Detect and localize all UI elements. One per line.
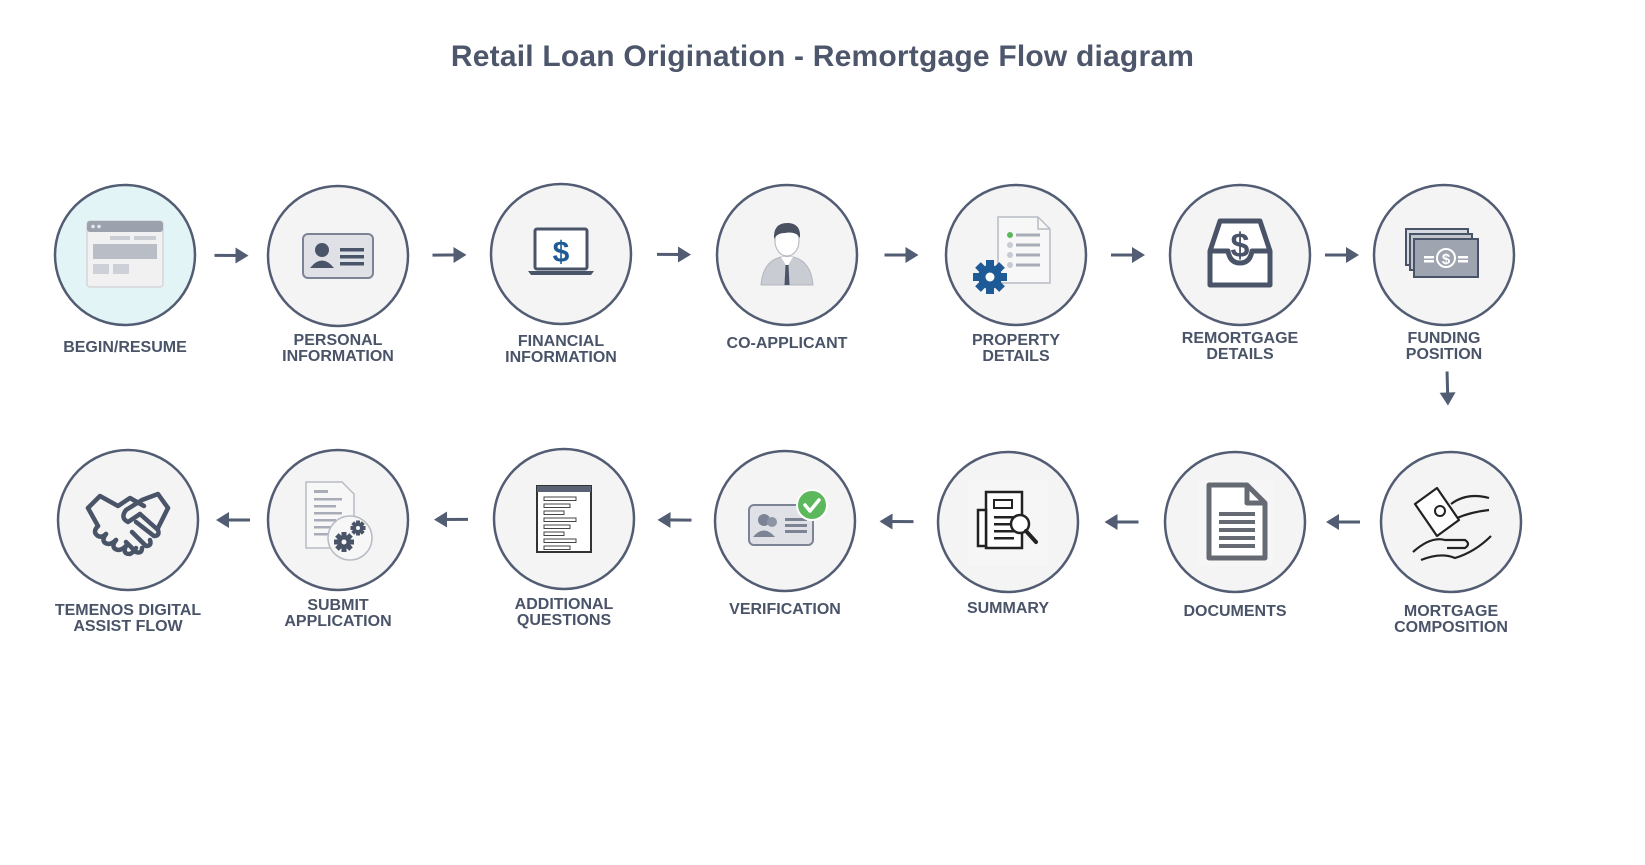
svg-text:$: $ xyxy=(553,236,570,269)
flow-arrow xyxy=(434,511,469,528)
verified-card-icon xyxy=(748,489,828,546)
step-label-begin-resume: BEGIN/RESUME xyxy=(25,340,225,356)
step-additional-questions xyxy=(492,447,636,591)
step-label-line: BEGIN/RESUME xyxy=(63,339,187,356)
step-label-co-applicant: CO-APPLICANT xyxy=(687,336,887,352)
svg-text:$: $ xyxy=(1231,227,1250,265)
flow-arrow xyxy=(1111,247,1145,263)
step-label-line: DOCUMENTS xyxy=(1183,603,1287,620)
step-label-line: APPLICATION xyxy=(284,613,392,630)
step-summary xyxy=(936,450,1080,594)
step-mortgage-composition xyxy=(1379,450,1523,594)
document-search-icon xyxy=(968,480,1048,566)
step-label-line: SUMMARY xyxy=(966,600,1050,617)
step-temenos-digital-assist-flow xyxy=(56,448,200,592)
step-label-documents: DOCUMENTS xyxy=(1135,604,1335,620)
step-remortgage-details: $ xyxy=(1168,183,1312,327)
step-submit-application xyxy=(266,448,410,592)
step-co-applicant xyxy=(715,183,859,327)
handshake-icon xyxy=(85,491,171,557)
step-label-line: DETAILS xyxy=(982,348,1050,365)
step-label-line: COMPOSITION xyxy=(1394,619,1508,636)
flow-arrow xyxy=(1325,247,1359,263)
browser-window-icon xyxy=(86,220,164,288)
svg-text:$: $ xyxy=(1442,251,1451,268)
step-label-line: INFORMATION xyxy=(282,348,394,365)
document-icon xyxy=(1197,480,1273,566)
step-financial-information: $ xyxy=(489,182,633,326)
page-title: Retail Loan Origination - Remortgage Flo… xyxy=(450,40,1195,73)
step-begin-resume xyxy=(53,183,197,327)
step-label-line: DETAILS xyxy=(1206,346,1274,363)
laptop-dollar-icon: $ xyxy=(528,227,594,275)
step-label-summary: SUMMARY xyxy=(908,601,1108,617)
money-hand-icon xyxy=(1412,486,1492,562)
step-funding-position: $ xyxy=(1372,183,1516,327)
id-card-icon xyxy=(302,233,374,279)
step-property-details xyxy=(944,183,1088,327)
step-label-line: MORTGAGE xyxy=(1403,603,1499,620)
step-label-line: ASSIST FLOW xyxy=(73,618,183,635)
step-label-line: ADDITIONAL xyxy=(514,596,614,613)
flow-arrow xyxy=(214,247,249,264)
step-label-line: INFORMATION xyxy=(505,349,617,366)
form-list-icon xyxy=(536,485,592,553)
flow-arrow xyxy=(1439,371,1456,406)
step-label-line: PROPERTY xyxy=(971,332,1060,349)
checklist-gear-icon xyxy=(973,216,1051,294)
flow-arrow xyxy=(879,513,914,530)
step-label-verification: VERIFICATION xyxy=(685,602,885,618)
person-icon xyxy=(760,222,814,286)
step-label-line: POSITION xyxy=(1405,346,1483,363)
flow-arrow xyxy=(216,512,250,528)
step-label-line: FINANCIAL xyxy=(517,333,605,350)
step-label-line: SUBMIT xyxy=(307,597,369,614)
flow-arrow xyxy=(657,511,692,528)
step-label-line: PERSONAL xyxy=(293,332,383,349)
step-label-line: CO-APPLICANT xyxy=(726,335,848,352)
inbox-dollar-icon: $ xyxy=(1207,218,1273,288)
step-label-line: VERIFICATION xyxy=(729,601,841,618)
step-personal-information xyxy=(266,184,410,328)
step-documents xyxy=(1163,450,1307,594)
step-label-line: REMORTGAGE xyxy=(1181,330,1299,347)
document-gears-icon xyxy=(305,481,373,561)
flow-arrow xyxy=(1326,514,1360,530)
step-verification xyxy=(713,449,857,593)
step-label-line: FUNDING xyxy=(1407,330,1481,347)
flow-arrow xyxy=(656,246,691,263)
banknotes-icon: $ xyxy=(1405,228,1479,278)
flow-arrow xyxy=(1104,514,1139,530)
step-label-line: TEMENOS DIGITAL xyxy=(54,602,202,619)
flow-arrow xyxy=(432,246,467,263)
step-label-line: QUESTIONS xyxy=(516,612,612,629)
flow-arrow xyxy=(884,247,919,263)
